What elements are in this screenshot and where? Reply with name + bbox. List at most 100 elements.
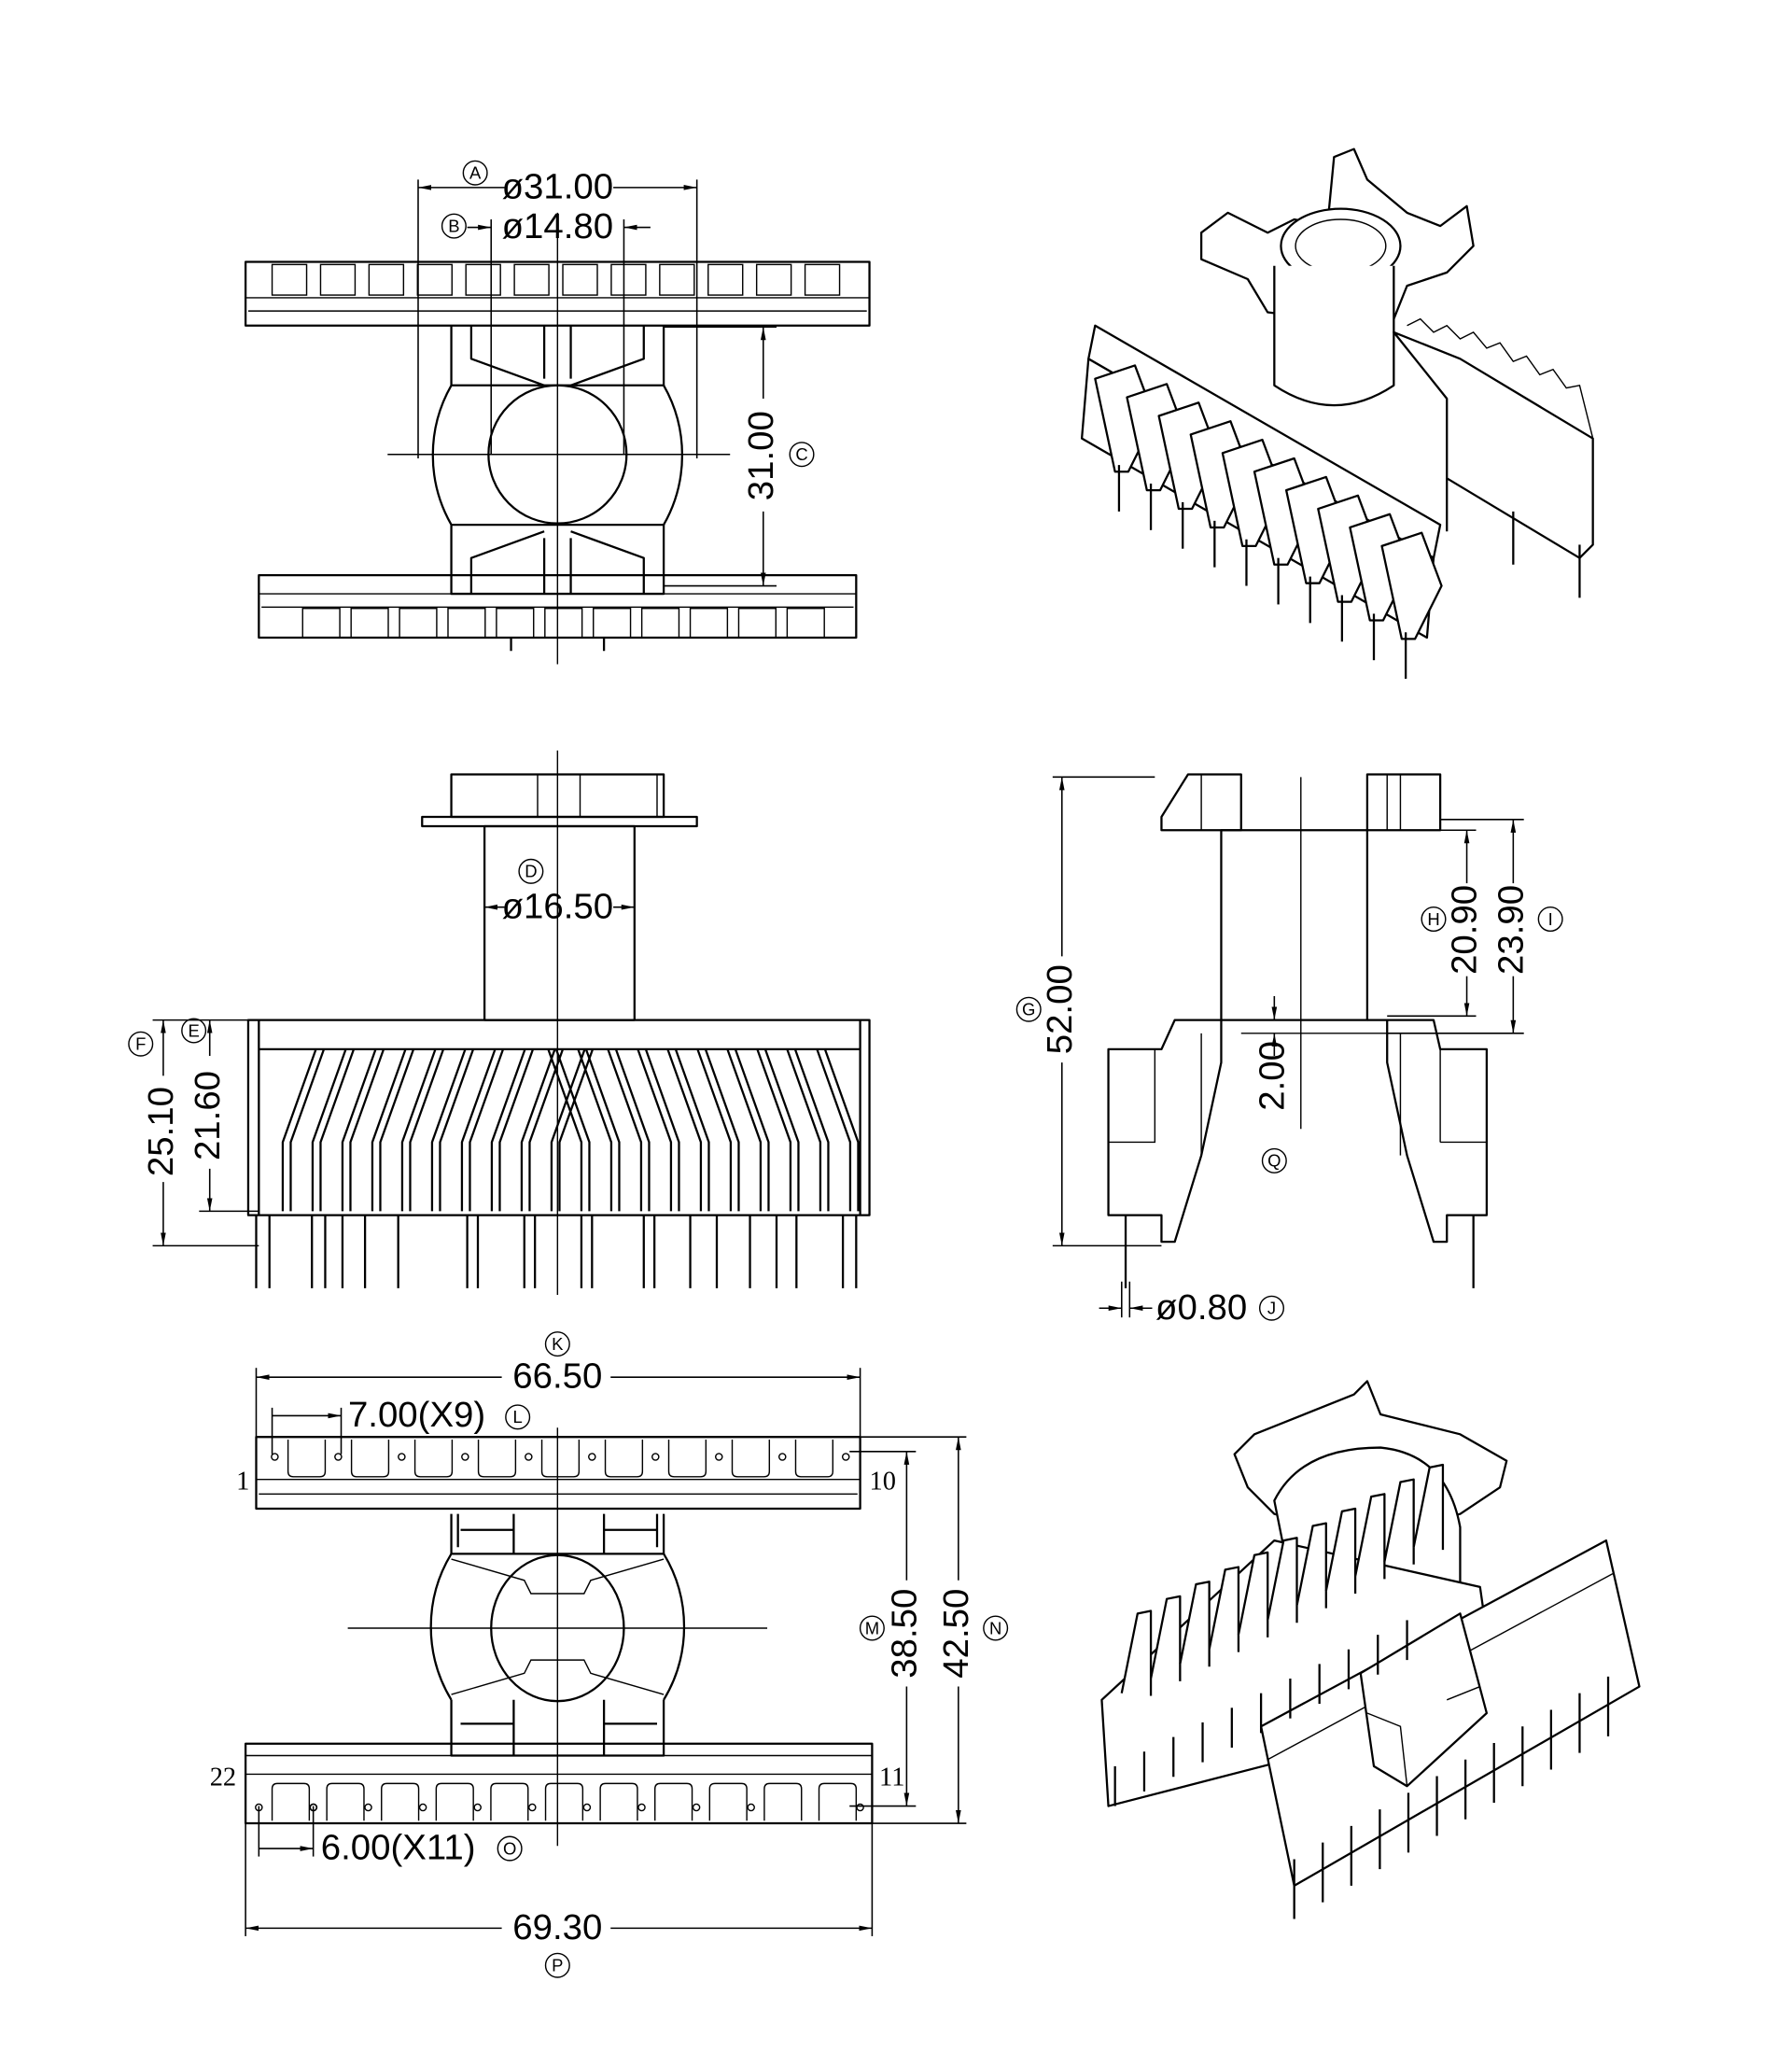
rail-slot	[301, 608, 341, 639]
iso-fins	[1120, 1463, 1445, 1696]
rail-slot	[544, 608, 583, 639]
pin-hole	[364, 1803, 372, 1812]
left-top-flange	[1160, 773, 1242, 832]
dimension-value-q: 2.00	[1252, 1041, 1292, 1111]
right-rail	[1393, 330, 1594, 559]
center-gap	[510, 638, 606, 652]
pin-hole	[777, 1453, 787, 1461]
dimension-value-d: ø16.50	[502, 886, 614, 926]
pin-hole	[651, 1453, 660, 1461]
dimension-tag-c: C	[789, 442, 815, 468]
slot	[654, 1782, 693, 1821]
fin	[816, 1048, 860, 1212]
tag-circle	[518, 858, 544, 884]
tag-circle	[1015, 996, 1042, 1022]
fin	[1208, 1566, 1240, 1652]
pin-number-bottom-right: 11	[879, 1764, 904, 1792]
fin	[430, 1048, 475, 1212]
pin-hole	[841, 1453, 850, 1461]
slot	[435, 1782, 474, 1821]
dimension-value-a: ø31.00	[502, 166, 614, 206]
bottom-rail-pins	[255, 1782, 864, 1821]
tag-letter: H	[1427, 909, 1439, 929]
dimension-tag-g: G	[1015, 996, 1042, 1022]
dimension-tag-n: N	[983, 1615, 1009, 1641]
pin-hole	[582, 1803, 592, 1812]
tag-circle	[128, 1031, 154, 1057]
fin	[607, 1048, 651, 1212]
tag-letter: O	[503, 1838, 516, 1858]
rail-slot	[737, 608, 777, 639]
tag-letter: J	[1267, 1299, 1276, 1318]
fin	[371, 1048, 415, 1212]
slot	[287, 1440, 327, 1478]
tag-letter: Q	[1267, 1151, 1281, 1171]
rail-slot	[513, 263, 550, 296]
dimension-tag-p: P	[544, 1952, 570, 1978]
slot	[794, 1440, 834, 1478]
core-body	[1220, 829, 1369, 1021]
winding-fins	[281, 1048, 860, 1212]
top-rail-slots	[271, 263, 841, 296]
fin	[1383, 1478, 1415, 1565]
dimension-tag-k: K	[544, 1331, 570, 1357]
isometric-view-bottom	[1100, 1380, 1641, 1919]
tag-letter: A	[469, 163, 482, 183]
tag-letter: L	[513, 1407, 523, 1427]
bottom-rail-slots	[301, 608, 825, 652]
dimension-tag-q: Q	[1261, 1147, 1287, 1174]
tag-circle	[1421, 907, 1447, 933]
pin-hole	[461, 1453, 469, 1461]
terminal-body	[246, 1019, 871, 1216]
rail-slot	[350, 608, 389, 639]
rail-slot	[399, 608, 438, 639]
tag-circle	[859, 1615, 885, 1641]
fin	[460, 1048, 505, 1212]
slot	[667, 1440, 707, 1478]
slot	[271, 1782, 311, 1821]
front-view	[152, 750, 871, 1295]
fin	[577, 1048, 621, 1212]
fin	[726, 1048, 770, 1212]
dimension-tag-h: H	[1421, 907, 1447, 933]
rail-slot	[755, 263, 792, 296]
pin-hole	[398, 1453, 406, 1461]
pin-hole	[418, 1803, 427, 1812]
fin	[1179, 1581, 1211, 1667]
slot	[604, 1440, 644, 1478]
dimension-tag-a: A	[462, 160, 488, 186]
slot	[708, 1782, 748, 1821]
pin-hole	[334, 1453, 343, 1461]
fin	[756, 1048, 800, 1212]
rail-slot	[465, 263, 501, 296]
dimension-tag-i: I	[1537, 907, 1563, 933]
fin	[341, 1048, 385, 1212]
right-terminal-leg	[1366, 1019, 1489, 1244]
dimension-value-n: 42.50	[936, 1589, 976, 1679]
fin	[550, 1048, 595, 1212]
bottom-view	[244, 1368, 967, 1936]
tag-circle	[497, 1835, 523, 1862]
iso-fins	[1094, 364, 1443, 640]
dimension-value-m: 38.50	[885, 1589, 925, 1679]
pin-hole	[715, 1453, 723, 1461]
slot	[326, 1782, 365, 1821]
pin-number-top-right: 10	[870, 1467, 896, 1496]
tag-letter: E	[188, 1020, 199, 1040]
dimension-value-e: 21.60	[188, 1071, 228, 1160]
dimension-value-j: ø0.80	[1155, 1287, 1247, 1328]
rail-slot	[640, 608, 680, 639]
left-terminal-leg	[1107, 1019, 1223, 1244]
dimension-tag-j: J	[1258, 1295, 1285, 1321]
dimension-value-k: 66.50	[512, 1356, 602, 1397]
pin-number-bottom-left: 22	[210, 1764, 236, 1792]
dimension-tag-o: O	[497, 1835, 523, 1862]
fin	[1237, 1551, 1269, 1637]
fin	[490, 1048, 535, 1212]
slot	[763, 1782, 803, 1821]
rail-slot	[593, 608, 632, 639]
rail-slot	[368, 263, 405, 296]
dimension-value-b: ø14.80	[502, 206, 614, 246]
dimension-value-l: 7.00(X9)	[348, 1395, 485, 1435]
tag-circle	[1258, 1295, 1285, 1321]
